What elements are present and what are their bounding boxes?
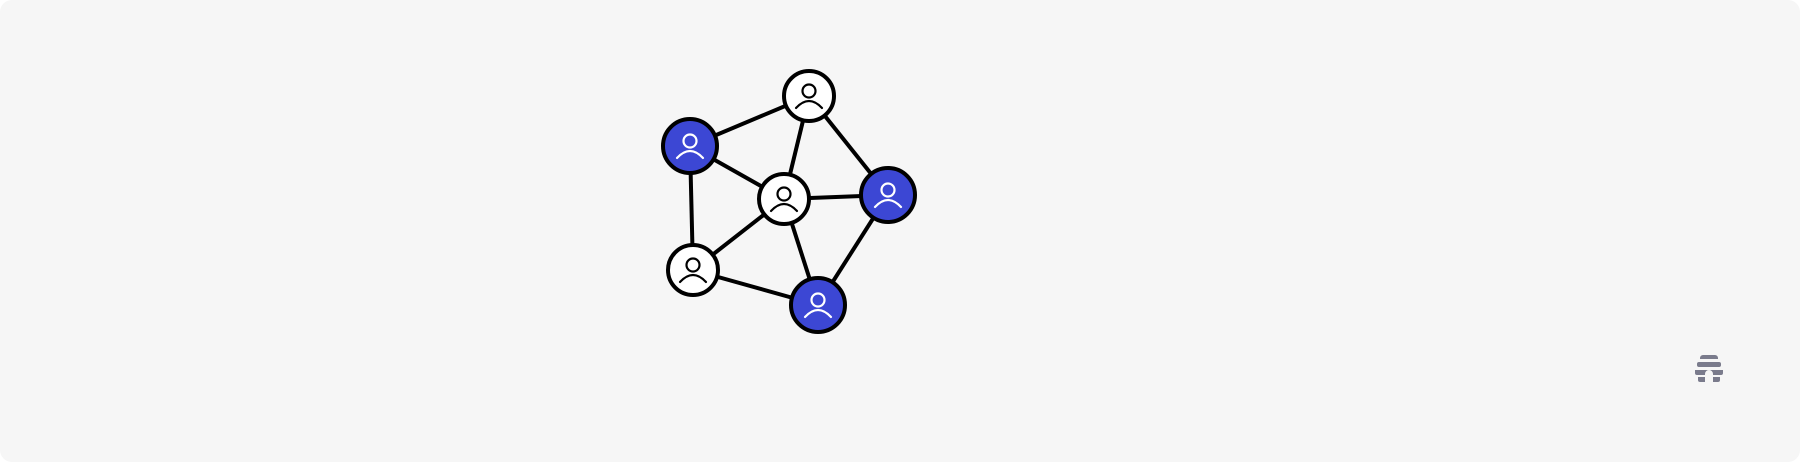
user-icon xyxy=(678,257,708,284)
user-icon xyxy=(794,83,824,110)
user-icon xyxy=(803,292,833,319)
node-right xyxy=(859,166,917,224)
node-center xyxy=(757,172,811,226)
node-bottom-left xyxy=(666,243,720,297)
beehive-icon xyxy=(1695,355,1723,382)
node-left xyxy=(661,117,719,175)
user-icon xyxy=(873,182,903,209)
user-icon xyxy=(769,186,799,213)
node-bottom xyxy=(789,276,847,334)
user-icon xyxy=(675,133,705,160)
node-top xyxy=(782,69,836,123)
